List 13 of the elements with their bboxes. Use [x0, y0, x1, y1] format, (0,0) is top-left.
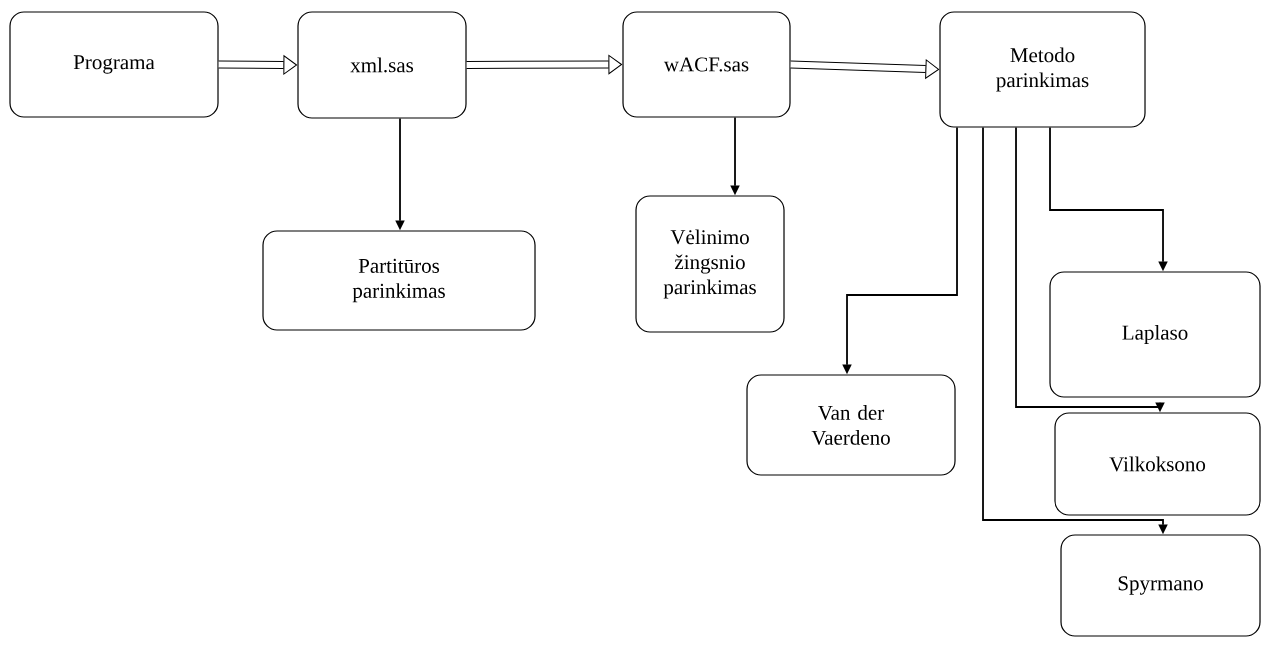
process-box: Vilkoksono: [1054, 412, 1261, 516]
process-box: Metodo parinkimas: [939, 11, 1146, 128]
arrow: [466, 54, 623, 75]
process-box: Van der Vaerdeno: [746, 374, 956, 476]
process-box: Vėlinimo žingsnio parinkimas: [635, 195, 785, 333]
arrow: [790, 59, 940, 79]
process-box: wACF.sas: [622, 11, 791, 118]
arrow: [218, 55, 298, 75]
process-box: Spyrmano: [1060, 534, 1261, 637]
process-box: Laplaso: [1049, 271, 1261, 398]
process-box: Partitūros parinkimas: [262, 230, 536, 331]
process-box: Programa: [9, 11, 219, 118]
process-box: xml.sas: [297, 11, 467, 119]
